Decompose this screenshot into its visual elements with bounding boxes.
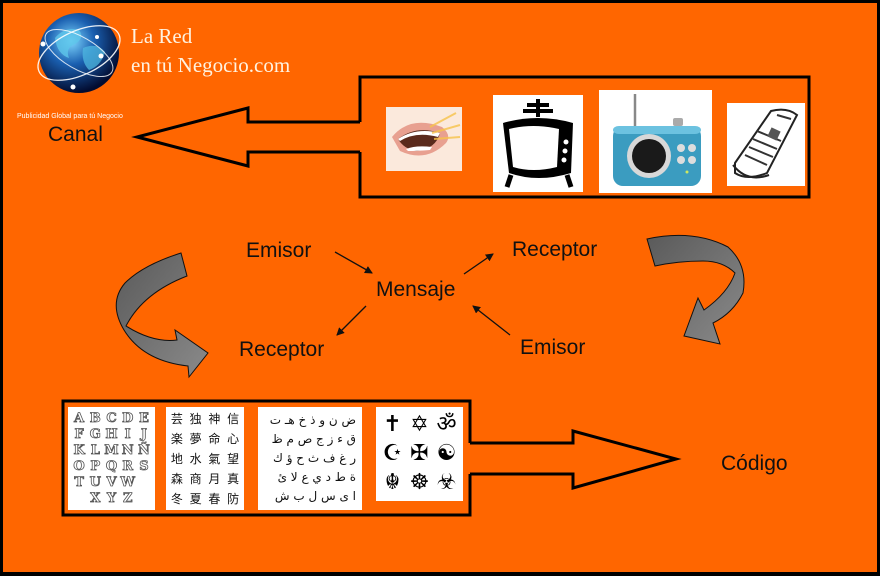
receptor-bottom-left: Receptor	[239, 338, 325, 361]
kanji-character: 防	[227, 491, 240, 506]
logo-name-line2: en tú Negocio.com	[131, 53, 291, 77]
emisor-bottom-right: Emisor	[520, 336, 586, 359]
latin-letter: Q	[105, 459, 118, 475]
latin-letter: F	[74, 426, 84, 442]
kanji-character: 氣	[208, 451, 221, 466]
religious-symbol: ☣	[436, 470, 457, 496]
latin-letter: X	[90, 491, 101, 507]
religious-symbol: ✝	[383, 411, 402, 437]
arabic-alphabet-tile: ض ن و ذ خ هـ ت ق ء ز ج ص م ظ ر غ ف ث ح ؤ ك…	[258, 407, 362, 510]
latin-letter: M	[104, 442, 119, 458]
diagram-canvas: La Red en tú Negocio.com Publicidad Glob…	[3, 3, 877, 572]
canal-arrow	[131, 106, 360, 168]
radio-icon	[599, 90, 712, 193]
latin-letter: J	[140, 426, 147, 442]
latin-letter: G	[89, 426, 101, 442]
kanji-character: 望	[227, 451, 240, 466]
globe-network-icon	[37, 13, 121, 93]
latin-letter: Z	[122, 491, 133, 507]
arabic-letter-row: ا ى س ل ب ش	[274, 489, 356, 503]
arrow-mensaje-to-receptor-right	[463, 253, 494, 275]
religious-symbol: ☬	[384, 470, 401, 496]
kanji-character: 地	[170, 451, 183, 466]
latin-letter: W	[120, 475, 135, 491]
latin-letter: K	[73, 442, 85, 458]
kanji-character: 夢	[189, 431, 202, 446]
kanji-character: 森	[170, 471, 183, 486]
religious-symbol: ☯	[436, 440, 457, 466]
latin-letter: C	[106, 410, 117, 426]
kanji-character: 信	[227, 411, 240, 426]
logo-tagline: Publicidad Global para tú Negocio	[17, 113, 123, 120]
arabic-letter-row: ة ط د ي ع لا ئ	[277, 470, 356, 484]
television-icon	[493, 95, 583, 192]
latin-letter: L	[90, 442, 100, 458]
codigo-box	[61, 399, 472, 517]
kanji-character: 独	[189, 411, 202, 426]
latin-letter: B	[89, 410, 101, 426]
kanji-character: 月	[208, 471, 221, 486]
arrow-emisor-to-mensaje-right	[472, 305, 511, 336]
kanji-character: 芸	[170, 411, 183, 426]
latin-letter: R	[122, 459, 134, 475]
religious-symbol: ✡	[410, 411, 429, 437]
codigo-arrow	[470, 429, 682, 490]
canal-box	[358, 75, 811, 199]
kanji-character: 真	[227, 471, 240, 486]
newspaper-icon	[727, 103, 805, 186]
kanji-character: 水	[189, 451, 202, 466]
arabic-letter-row: ر غ ف ث ح ؤ ك	[272, 451, 356, 465]
religious-symbols-tile: ✝ ✡ ॐ ☪ ✠ ☯ ☬ ☸☣	[376, 407, 463, 501]
logo-name-line1: La Red	[131, 24, 193, 48]
religious-symbol: ✠	[410, 440, 429, 466]
latin-letter: Ñ	[137, 442, 151, 458]
arabic-letter-row: ض ن و ذ خ هـ ت	[269, 413, 356, 427]
kanji-tile: 芸独神信楽夢命心地水氣望森商月真冬夏春防	[166, 407, 244, 510]
latin-letter: I	[124, 426, 131, 442]
latin-letter: S	[139, 459, 149, 475]
emisor-top-left: Emisor	[246, 239, 312, 262]
curved-arrow-left	[115, 252, 209, 379]
latin-letter: D	[122, 410, 134, 426]
canal-label: Canal	[48, 123, 103, 146]
kanji-character: 命	[208, 431, 221, 446]
receptor-top-right: Receptor	[512, 238, 598, 261]
logo: La Red en tú Negocio.com Publicidad Glob…	[3, 3, 323, 133]
kanji-character: 夏	[189, 491, 202, 506]
kanji-character: 神	[208, 411, 221, 426]
curved-arrow-right	[646, 234, 745, 345]
latin-letter: N	[121, 442, 134, 458]
kanji-character: 楽	[170, 431, 183, 446]
codigo-label: Código	[721, 452, 788, 475]
arrow-emisor-to-mensaje	[334, 251, 373, 274]
latin-letter: U	[89, 475, 101, 491]
latin-letter: P	[90, 459, 101, 475]
kanji-character: 冬	[170, 491, 183, 506]
mouth-speech-icon	[386, 107, 462, 171]
latin-letter: A	[74, 410, 85, 426]
mensaje-label: Mensaje	[376, 278, 456, 301]
religious-symbol: ☪	[382, 440, 403, 466]
kanji-character: 春	[208, 491, 221, 506]
kanji-character: 商	[189, 471, 202, 486]
arrow-mensaje-to-receptor-left	[336, 305, 367, 336]
latin-letter: O	[73, 459, 85, 475]
latin-letter: V	[106, 475, 117, 491]
latin-letter: E	[138, 410, 150, 426]
latin-letter: Y	[106, 491, 117, 507]
religious-symbol: ॐ	[436, 411, 457, 437]
latin-letter: T	[74, 475, 84, 491]
arabic-letter-row: ق ء ز ج ص م ظ	[271, 432, 356, 446]
religious-symbol: ☸	[409, 470, 430, 496]
diagram-outlines	[61, 75, 811, 517]
kanji-character: 心	[227, 431, 240, 446]
latin-letter: H	[105, 426, 118, 442]
